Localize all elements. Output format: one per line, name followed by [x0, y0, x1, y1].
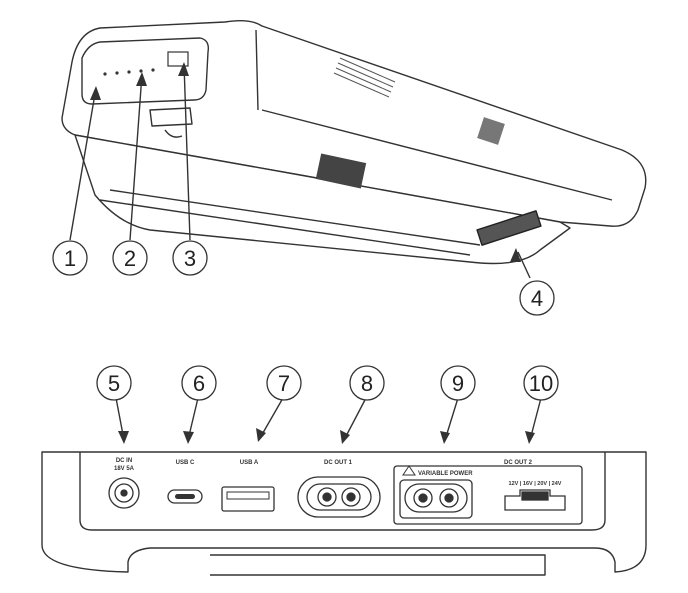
label-dc-out-2: DC OUT 2: [504, 460, 533, 466]
center-label: [315, 153, 367, 189]
svg-text:7: 7: [278, 371, 290, 396]
usb-a-port: [221, 486, 275, 512]
callout-2: 2: [112, 240, 148, 276]
usb-c-port: [167, 489, 203, 504]
warning-triangle-icon: [402, 465, 416, 476]
top-arrowheads: [90, 62, 521, 262]
bottom-slot: [210, 554, 546, 576]
led-indicators: [103, 68, 155, 76]
svg-text:6: 6: [193, 371, 205, 396]
led-dot: [103, 72, 107, 76]
callout-7: 7: [266, 365, 302, 401]
label-dc-in-rating: 18V 5A: [114, 466, 135, 472]
warning-label: VARIABLE POWER: [418, 471, 473, 477]
led-dot: [115, 71, 119, 75]
callout-1: 1: [52, 240, 88, 276]
svg-text:5: 5: [108, 371, 120, 396]
panel-bezel: [79, 452, 606, 531]
callout-9: 9: [440, 365, 476, 401]
voltage-switch-label: 12V | 16V | 20V | 24V: [509, 481, 562, 487]
top-leader-lines: [69, 63, 531, 279]
svg-text:8: 8: [361, 371, 373, 396]
led-dot: [139, 69, 143, 73]
callout-4: 4: [519, 280, 555, 316]
led-end-panel: [81, 37, 210, 105]
callout-3: 3: [172, 240, 208, 276]
voltage-selector-switch: [504, 489, 566, 511]
dc-out-1-port: [297, 476, 381, 518]
callout-6: 6: [181, 365, 217, 401]
battery-underside-view: [61, 19, 647, 265]
label-dc-out-1: DC OUT 1: [324, 460, 353, 466]
svg-text:2: 2: [124, 246, 136, 271]
svg-text:10: 10: [529, 371, 553, 396]
bottom-leader-lines: [115, 397, 542, 441]
label-usb-a: USB A: [240, 460, 259, 466]
vent-grille: [333, 57, 396, 98]
svg-text:1: 1: [64, 246, 76, 271]
dc-out-2-port: [399, 479, 473, 519]
base-plate: [74, 134, 571, 265]
svg-text:3: 3: [184, 246, 196, 271]
svg-text:9: 9: [452, 371, 464, 396]
callout-10: 10: [523, 365, 559, 401]
power-button: [167, 51, 189, 67]
housing-top: [61, 19, 647, 227]
base-rail: [99, 189, 481, 256]
label-dc-in: DC IN: [116, 458, 132, 464]
led-dot: [127, 70, 131, 74]
bottom-arrowheads: [118, 428, 535, 444]
label-usb-c: USB C: [176, 460, 195, 466]
led-dot: [151, 68, 155, 72]
battery-contacts: [476, 210, 542, 246]
latch-detail: [149, 107, 193, 138]
callout-8: 8: [349, 365, 385, 401]
svg-text:4: 4: [531, 286, 543, 311]
side-label: [477, 117, 505, 145]
housing-side-edge: [255, 29, 613, 201]
dc-in-port: [108, 477, 140, 509]
callout-5: 5: [96, 365, 132, 401]
